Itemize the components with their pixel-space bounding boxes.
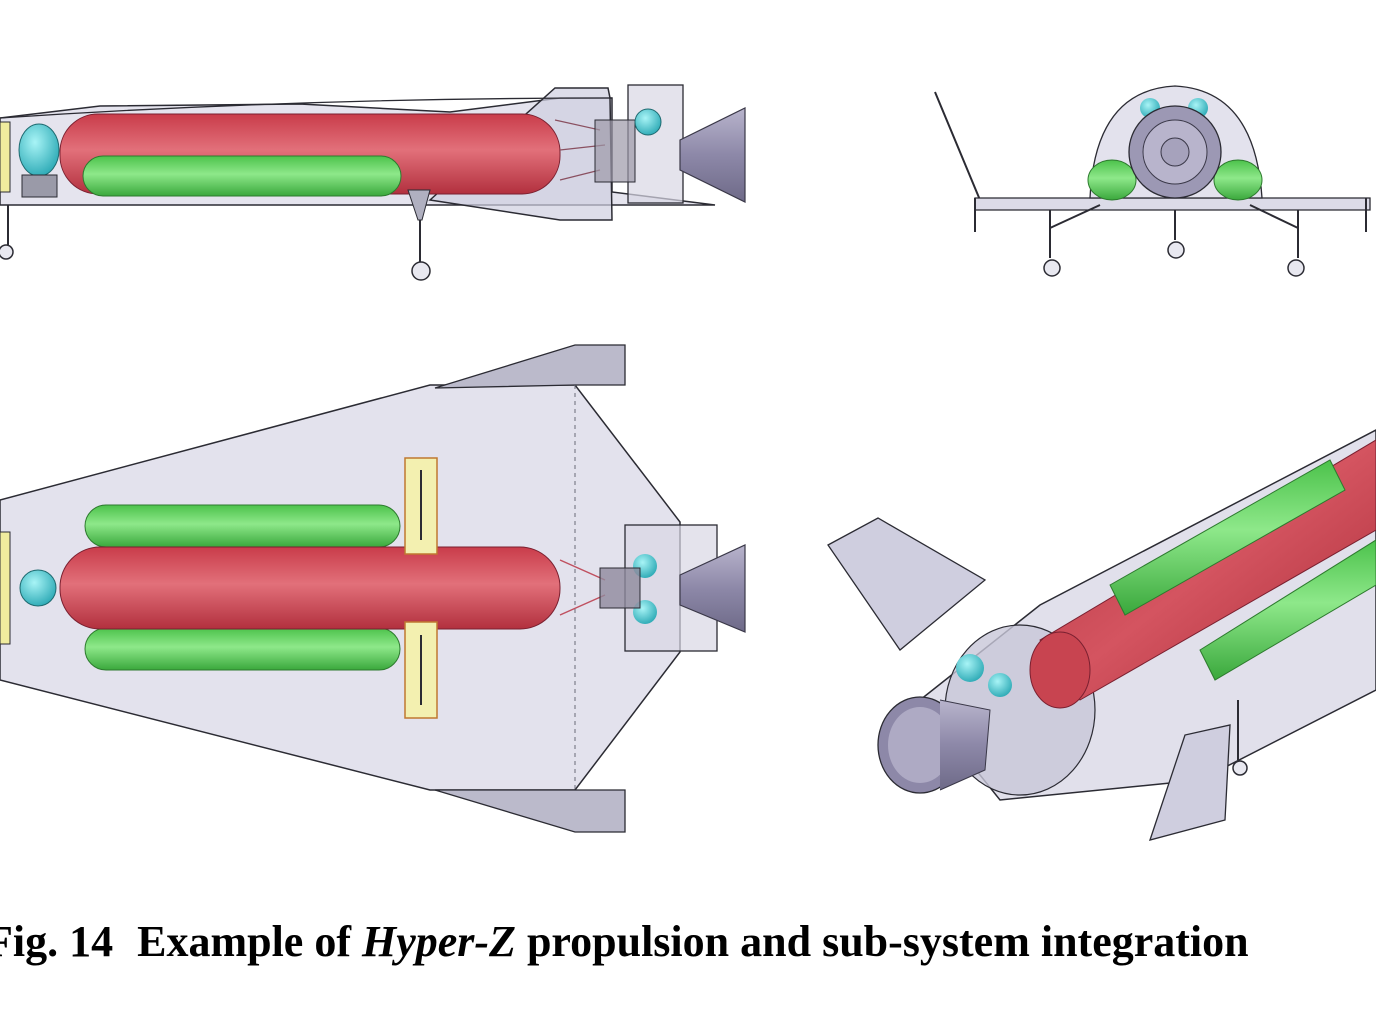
- figure-area: [0, 84, 1376, 841]
- figure-caption: Fig. 14 Example of Hyper-Z propulsion and…: [0, 912, 1376, 972]
- isometric-view-drawing: [827, 429, 1376, 841]
- caption-text-before: Example of: [137, 917, 351, 966]
- side-view-drawing: [0, 84, 746, 281]
- figure-number: Fig. 14: [0, 917, 114, 966]
- caption-vehicle-name: Hyper-Z: [362, 917, 516, 966]
- front-view-drawing: [934, 85, 1371, 277]
- top-view-drawing: [0, 344, 746, 833]
- caption-text-after: propulsion and sub-system integration: [526, 917, 1249, 966]
